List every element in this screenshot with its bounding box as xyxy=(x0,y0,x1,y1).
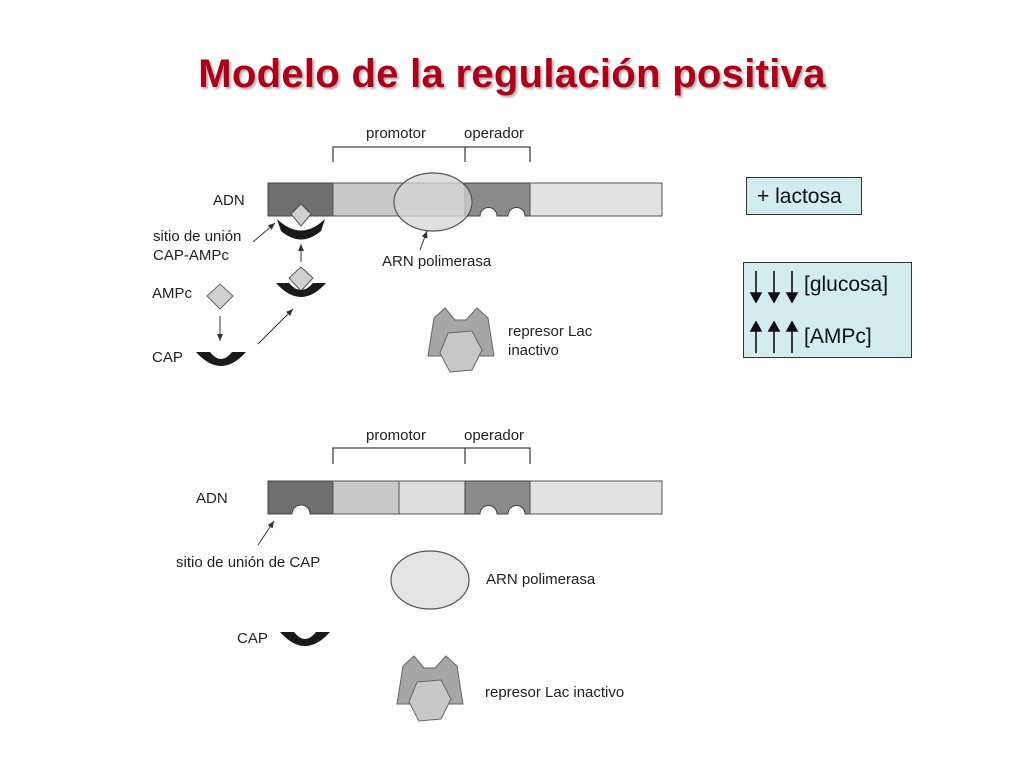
free-ampc-shape xyxy=(206,283,234,310)
ampc-condition-label: [AMPc] xyxy=(804,325,872,348)
arn-polimerasa-label: ARN polimerasa xyxy=(382,253,492,270)
represor-lac-shape xyxy=(427,307,495,373)
cap-binding-region-bottom xyxy=(267,480,334,515)
glucosa-label: [glucosa] xyxy=(804,273,889,296)
ampc-row: [AMPc] xyxy=(744,319,913,355)
arn-polimerasa-label-bottom: ARN polimerasa xyxy=(486,571,596,588)
sitio-union-pointer xyxy=(252,222,276,243)
free-cap-shape xyxy=(196,352,246,366)
cap-ampc-label: CAP-AMPc xyxy=(153,247,229,264)
top-panel: promotor operador ARN polimerasa ADN sit… xyxy=(152,125,663,373)
represor-lac-shape-bottom xyxy=(396,655,464,722)
conditions-box: [glucosa] [AMPc] xyxy=(743,262,912,358)
dna-strip-bottom xyxy=(267,480,663,515)
operador-label: operador xyxy=(464,125,524,142)
up-arrows-icon xyxy=(749,321,799,353)
sitio-union-cap-label: sitio de unión de CAP xyxy=(176,554,320,571)
complex-cap-shape xyxy=(276,283,326,297)
promoter-region-bottom-a xyxy=(332,480,400,515)
bound-ampc-shape xyxy=(290,203,312,227)
lac-genes-region-bottom xyxy=(529,480,663,515)
sitio-union-cap-pointer xyxy=(257,520,275,546)
cap-label: CAP xyxy=(152,349,183,366)
ampc-label: AMPc xyxy=(152,285,193,302)
promoter-region-bottom-b xyxy=(398,480,466,515)
promotor-bracket xyxy=(332,146,466,162)
cap-free-shape-bottom xyxy=(280,632,330,646)
arn-polimerasa-pointer xyxy=(419,230,428,251)
bound-cap-shape xyxy=(277,219,325,240)
promotor-bracket-bottom xyxy=(332,447,466,464)
adn-label: ADN xyxy=(213,192,245,209)
represor-label-line2: inactivo xyxy=(508,342,559,359)
arn-polimerasa-free-shape xyxy=(390,550,470,610)
cap-binding-arrow xyxy=(257,308,294,345)
operador-bracket-bottom xyxy=(465,447,531,464)
promotor-label-bottom: promotor xyxy=(366,427,426,444)
operador-label-bottom: operador xyxy=(464,427,524,444)
lactosa-box: + lactosa xyxy=(746,177,862,215)
sitio-union-label: sitio de unión xyxy=(153,228,241,245)
operador-bracket xyxy=(465,146,531,162)
glucosa-row: [glucosa] xyxy=(744,267,913,303)
slide-title: Modelo de la regulación positiva xyxy=(198,52,826,96)
promotor-label: promotor xyxy=(366,125,426,142)
cap-label-bottom: CAP xyxy=(237,630,268,647)
operator-region xyxy=(464,182,531,217)
operator-region-bottom xyxy=(464,480,531,515)
arn-polimerasa-shape xyxy=(393,172,473,232)
lac-genes-region xyxy=(529,182,663,217)
represor-label-bottom: represor Lac inactivo xyxy=(485,684,624,701)
adn-label-bottom: ADN xyxy=(196,490,228,507)
bottom-panel: promotor operador ADN sitio de unión de … xyxy=(176,427,663,722)
represor-label-line1: represor Lac xyxy=(508,323,593,340)
down-arrows-icon xyxy=(749,271,799,303)
